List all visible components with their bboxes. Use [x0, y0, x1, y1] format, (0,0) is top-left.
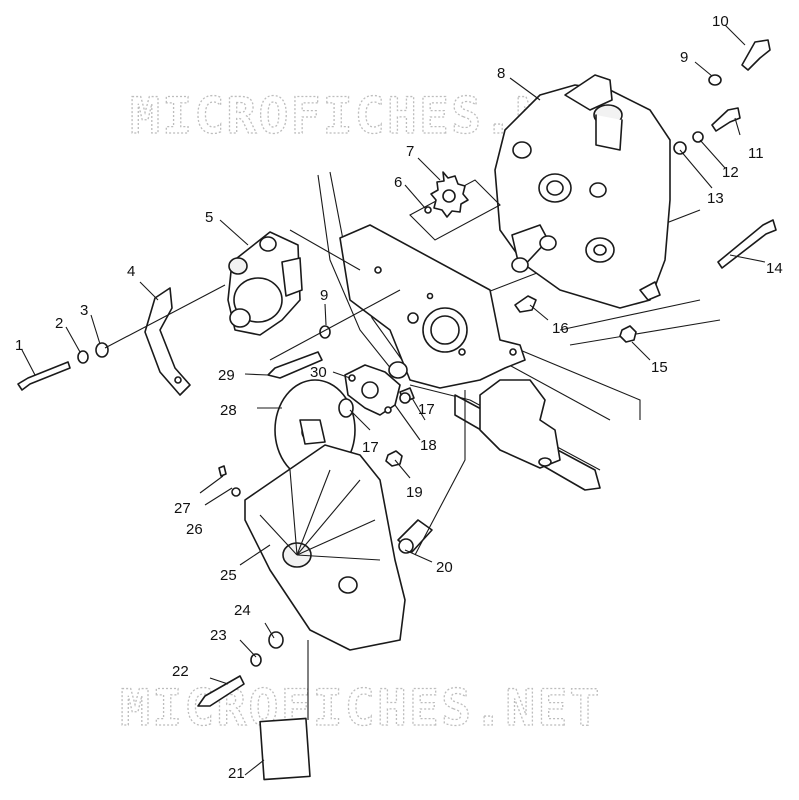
belt-guard [244, 444, 406, 651]
callout-22: 22 [172, 663, 189, 680]
callout-16: 16 [552, 320, 569, 337]
mounting-plate [339, 224, 526, 389]
callout-14: 14 [766, 260, 783, 277]
callout-7: 7 [406, 143, 414, 160]
callout-4: 4 [127, 263, 135, 280]
callout-10: 10 [712, 13, 729, 30]
callout-2: 2 [55, 315, 63, 332]
drive-shaft-tube [454, 379, 601, 491]
callout-25: 25 [220, 567, 237, 584]
callout-5: 5 [205, 209, 213, 226]
callout-19: 19 [406, 484, 423, 501]
callout-20: 20 [436, 559, 453, 576]
bracket [144, 287, 191, 396]
sprocket [409, 171, 501, 241]
callout-6: 6 [394, 174, 402, 191]
leader-lines [21, 24, 766, 776]
callout-26: 26 [186, 521, 203, 538]
chain-housing [227, 231, 303, 336]
callout-30: 30 [310, 364, 327, 381]
callout-27: 27 [174, 500, 191, 517]
callout-12: 12 [722, 164, 739, 181]
gearcase [494, 74, 671, 309]
callout-18: 18 [420, 437, 437, 454]
watermark-bottom: MICROFICHES.NET [120, 679, 602, 737]
callout-17-upper: 17 [418, 401, 435, 418]
callout-17-lower: 17 [362, 439, 379, 456]
callout-9-plate: 9 [320, 287, 328, 304]
fasteners [17, 39, 777, 707]
callout-21: 21 [228, 765, 245, 782]
callout-8: 8 [497, 65, 505, 82]
callout-28: 28 [220, 402, 237, 419]
callout-11: 11 [748, 145, 764, 162]
callout-24: 24 [234, 602, 251, 619]
decal [259, 717, 311, 781]
callout-15: 15 [651, 359, 668, 376]
callout-9-top: 9 [680, 49, 688, 66]
callout-13: 13 [707, 190, 724, 207]
callout-3: 3 [80, 302, 88, 319]
callout-1: 1 [15, 337, 23, 354]
callouts: 1 2 3 4 5 6 7 8 9 9 10 11 12 13 14 15 16… [15, 13, 783, 782]
retainer-plate [344, 361, 415, 416]
callout-23: 23 [210, 627, 227, 644]
callout-29: 29 [218, 367, 235, 384]
